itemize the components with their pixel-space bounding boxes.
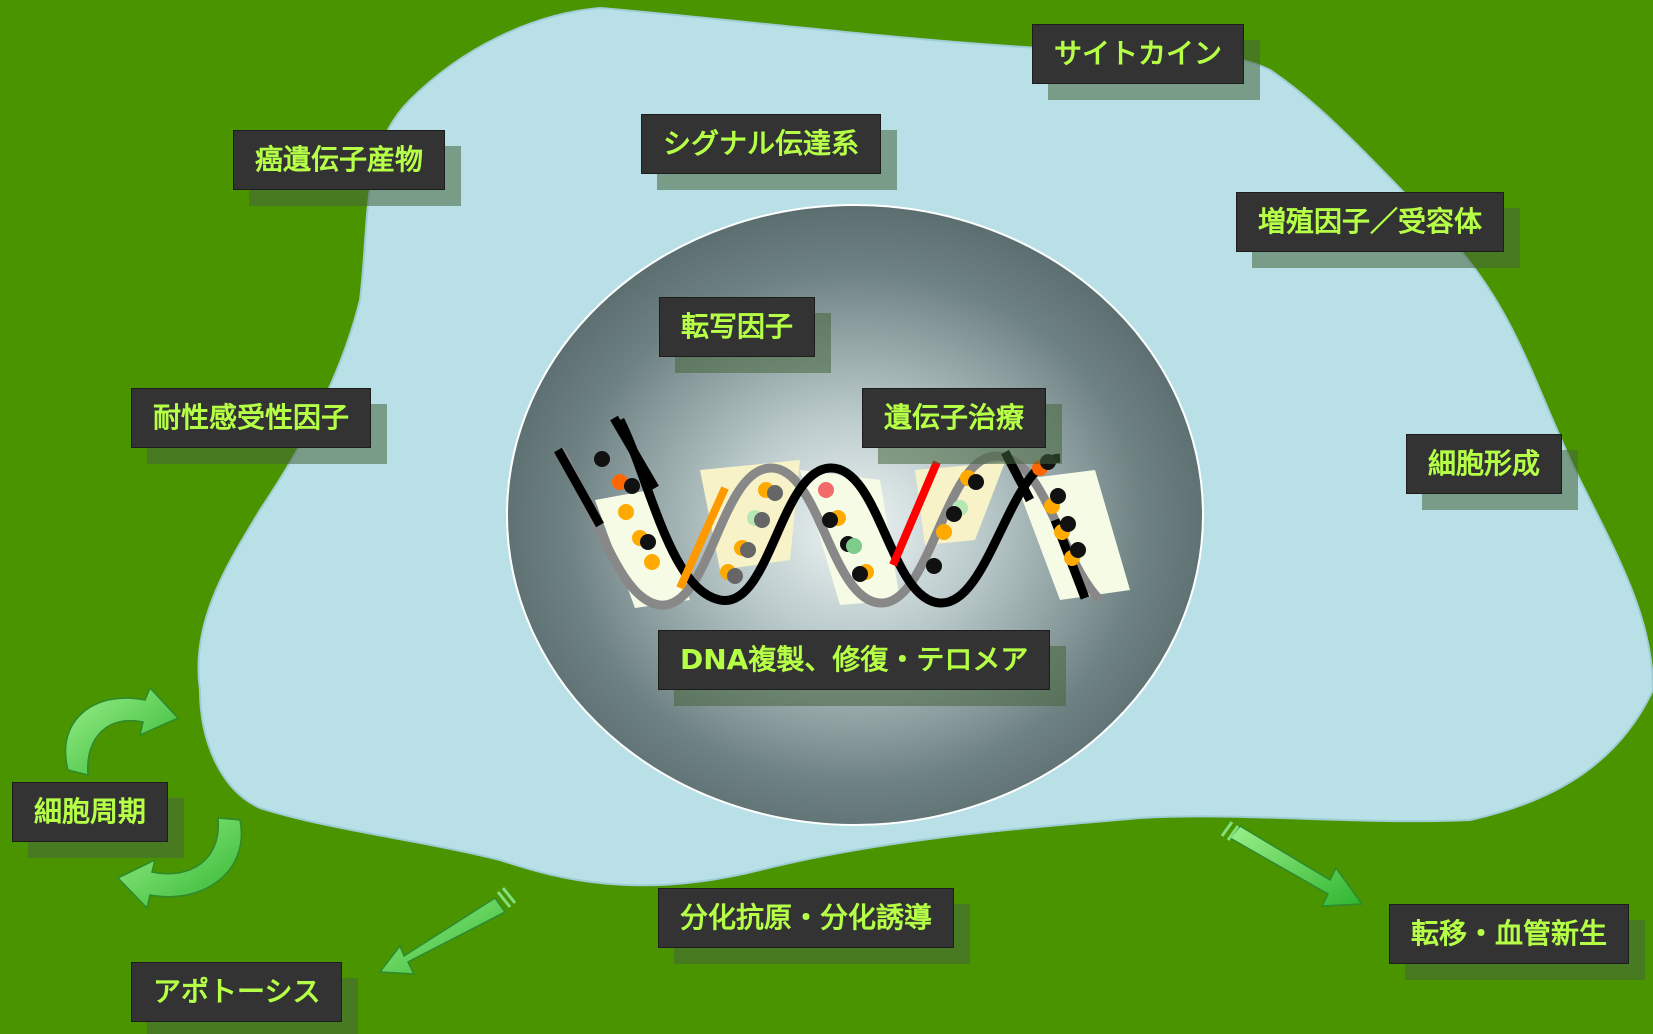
label-gene-therapy: 遺伝子治療 xyxy=(862,388,1047,448)
label-apoptosis: アポトーシス xyxy=(131,962,343,1022)
label-cell-cycle: 細胞周期 xyxy=(12,782,169,842)
label-oncogene-product: 癌遺伝子産物 xyxy=(233,130,446,190)
label-differentiation: 分化抗原・分化誘導 xyxy=(658,888,955,948)
label-dna-replication: DNA複製、修復・テロメア xyxy=(658,630,1051,690)
label-cell-morphology: 細胞形成 xyxy=(1406,434,1563,494)
arrow-down-left-icon xyxy=(378,887,517,975)
arrow-down-right-icon xyxy=(1220,821,1364,907)
label-cytokine: サイトカイン xyxy=(1032,24,1245,84)
label-growth-factor-receptor: 増殖因子／受容体 xyxy=(1236,192,1505,252)
label-transcription-factor: 転写因子 xyxy=(659,297,816,357)
dna-double-helix-icon xyxy=(554,415,1130,610)
label-signal-transduction: シグナル伝達系 xyxy=(641,114,882,174)
label-drug-sensitivity: 耐性感受性因子 xyxy=(131,388,372,448)
label-metastasis: 転移・血管新生 xyxy=(1389,904,1630,964)
curved-cycle-arrow-icon xyxy=(64,686,243,910)
